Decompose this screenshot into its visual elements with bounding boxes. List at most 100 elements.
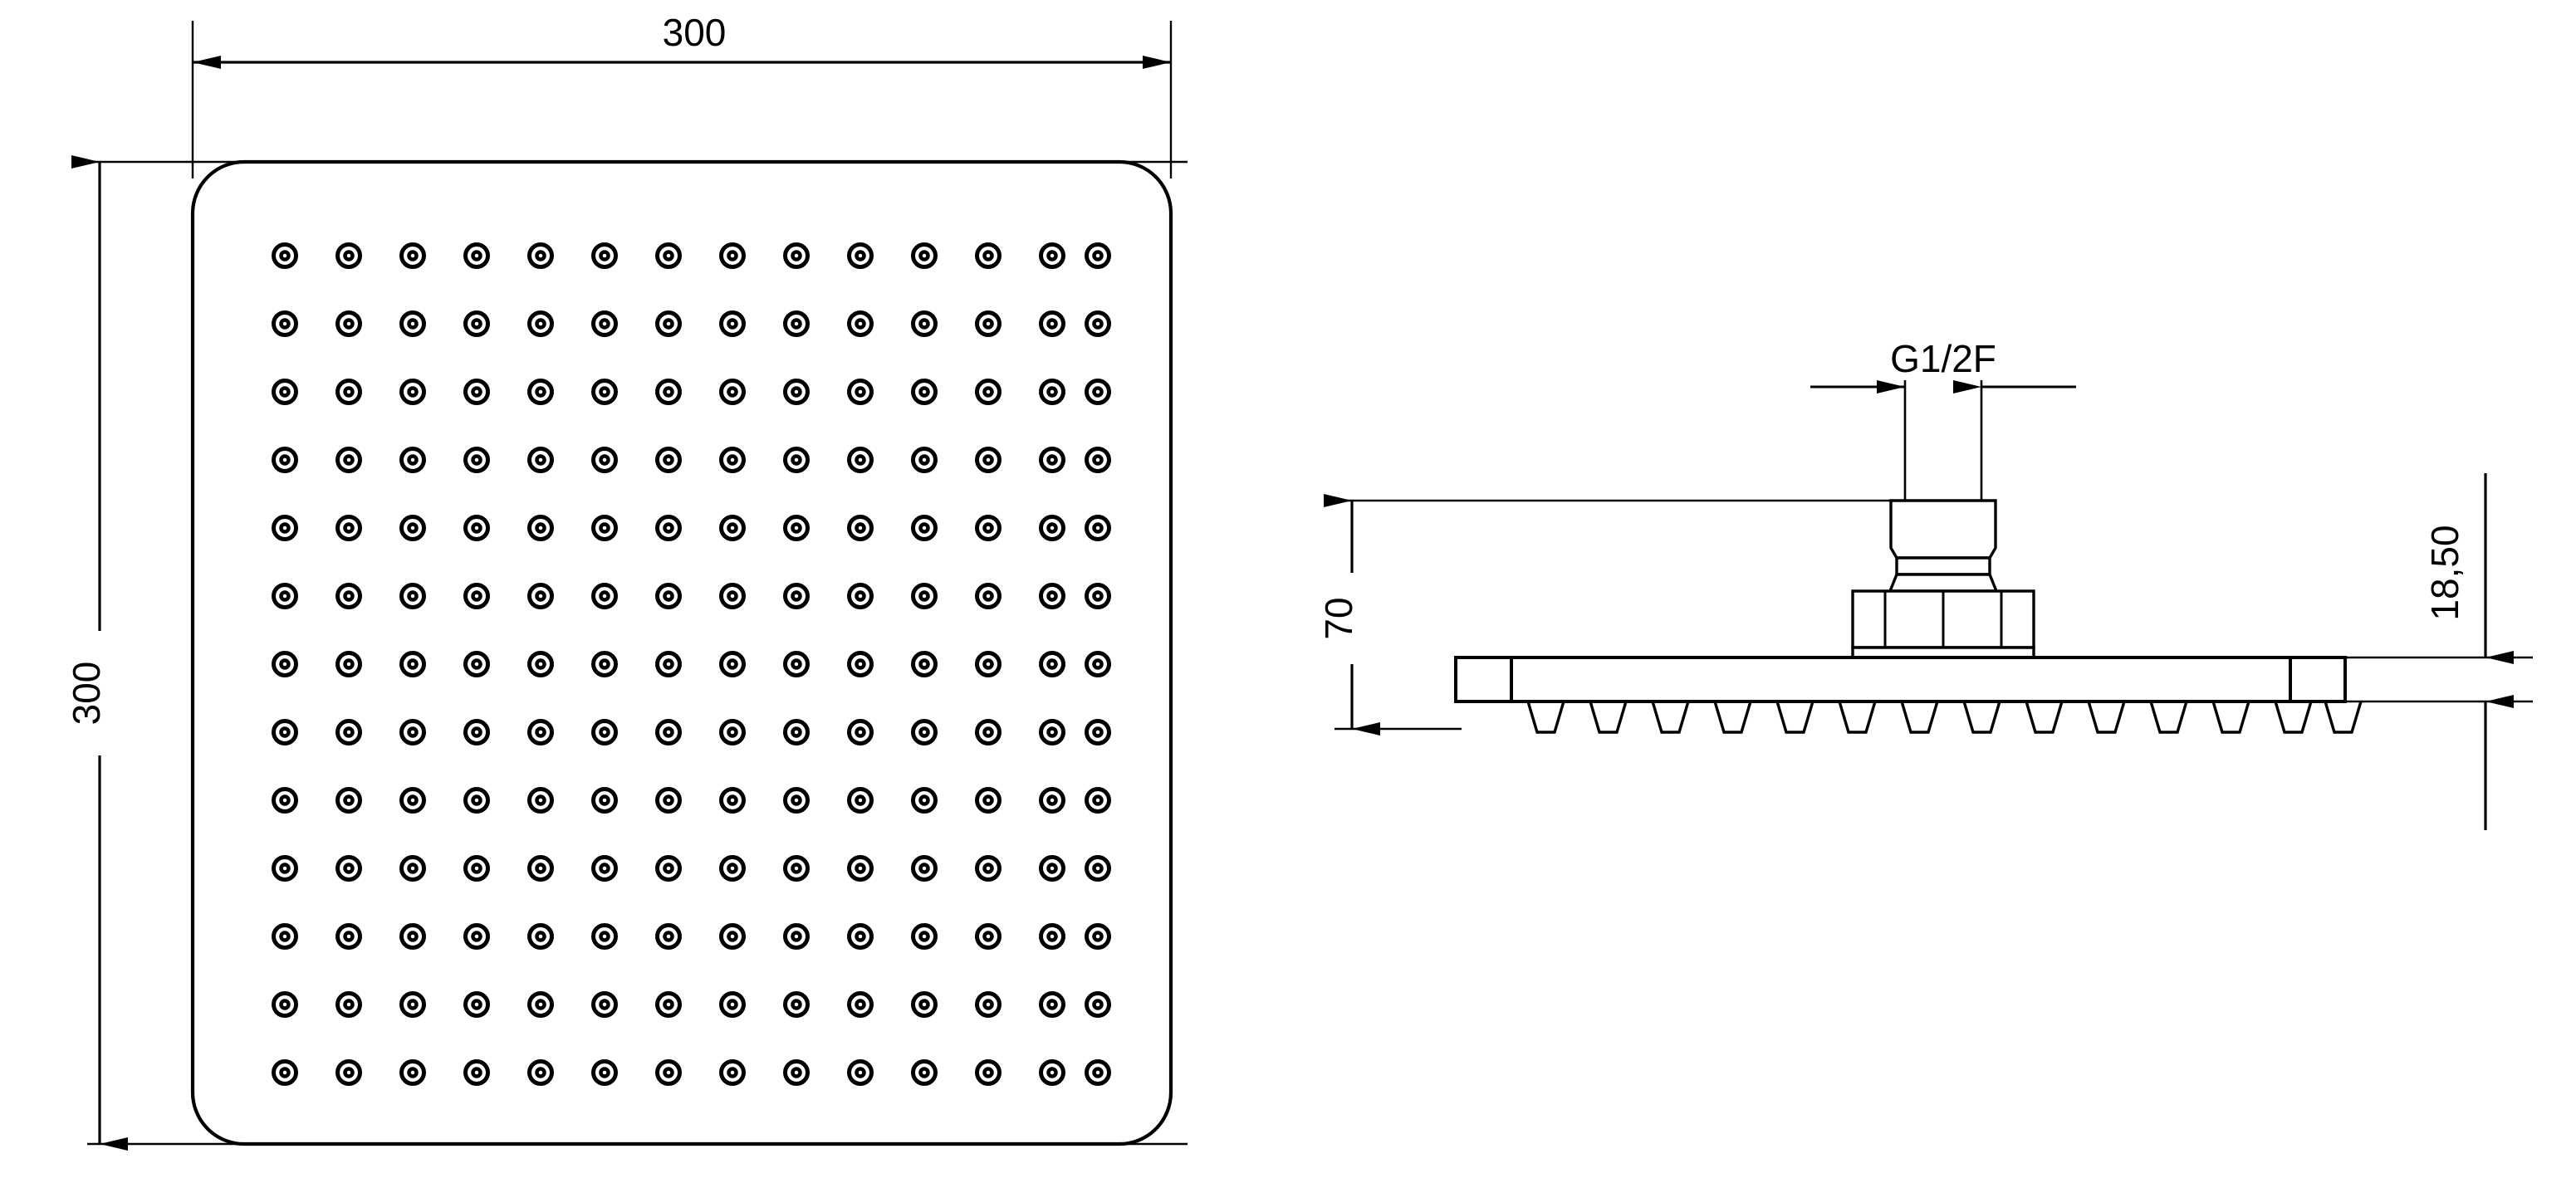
nozzle: [719, 583, 746, 609]
connector-ring-2: [1888, 573, 1999, 593]
nozzle: [1085, 923, 1111, 950]
nozzle: [335, 651, 362, 677]
nozzle: [655, 651, 682, 677]
nozzle: [591, 855, 618, 882]
nozzle: [911, 379, 938, 405]
nozzle: [847, 719, 874, 745]
nozzle-tooth: [2087, 701, 2126, 734]
nozzle: [783, 1059, 810, 1086]
nozzle: [847, 379, 874, 405]
nozzle: [527, 923, 554, 950]
nozzle: [719, 1059, 746, 1086]
label-70-mask: [1327, 573, 1379, 664]
nozzle: [655, 923, 682, 950]
nozzle: [1039, 719, 1065, 745]
nozzle: [719, 447, 746, 473]
nozzle: [463, 379, 490, 405]
nozzle: [463, 447, 490, 473]
side-view: G1/2F 70: [1317, 337, 2533, 830]
nozzle: [655, 447, 682, 473]
nozzle: [335, 242, 362, 269]
nozzle: [719, 515, 746, 541]
nozzle: [655, 1059, 682, 1086]
nozzle: [335, 855, 362, 882]
nozzle: [1039, 515, 1065, 541]
nozzle: [719, 379, 746, 405]
nozzle: [272, 242, 298, 269]
nozzle: [975, 923, 1002, 950]
nozzle-row: [272, 242, 1111, 269]
nozzle: [1039, 310, 1065, 337]
nozzle: [527, 719, 554, 745]
nozzle: [591, 651, 618, 677]
nozzle-tooth: [2025, 701, 2064, 734]
nozzle: [463, 515, 490, 541]
nozzle: [911, 310, 938, 337]
nozzle-row: [272, 855, 1111, 882]
nozzle: [463, 923, 490, 950]
nozzle: [655, 719, 682, 745]
nozzle-row: [272, 379, 1111, 405]
nozzle: [911, 1059, 938, 1086]
nozzle-tooth: [1713, 701, 1752, 734]
nozzle: [911, 719, 938, 745]
nozzle: [1039, 991, 1065, 1018]
nozzle: [335, 583, 362, 609]
nozzle: [911, 923, 938, 950]
nozzle: [911, 651, 938, 677]
nozzle: [463, 855, 490, 882]
nozzle: [975, 651, 1002, 677]
nozzle: [591, 923, 618, 950]
nozzle: [719, 719, 746, 745]
nozzle-row: [272, 583, 1111, 609]
side-height-label: 70: [1317, 597, 1360, 639]
nozzle: [527, 651, 554, 677]
nozzle: [1039, 651, 1065, 677]
nozzle: [335, 515, 362, 541]
nozzle: [399, 787, 426, 814]
nozzle: [463, 583, 490, 609]
nozzle: [463, 991, 490, 1018]
nozzle: [1085, 1059, 1111, 1086]
nozzle: [463, 651, 490, 677]
nozzle-tooth: [2324, 701, 2363, 734]
nozzle: [655, 855, 682, 882]
front-height-label: 300: [65, 662, 108, 726]
nozzle: [1039, 855, 1065, 882]
nozzle: [783, 719, 810, 745]
nozzle: [975, 719, 1002, 745]
nozzle: [1039, 923, 1065, 950]
nozzle: [527, 515, 554, 541]
nozzle: [272, 991, 298, 1018]
nozzle: [783, 923, 810, 950]
nozzle: [335, 447, 362, 473]
nozzle: [591, 379, 618, 405]
nozzle-tooth: [2211, 701, 2250, 734]
nozzle: [463, 787, 490, 814]
nozzle-row: [272, 991, 1111, 1018]
nozzle: [783, 583, 810, 609]
nozzle: [399, 923, 426, 950]
nozzle: [719, 310, 746, 337]
nozzle: [272, 515, 298, 541]
nozzle: [1085, 651, 1111, 677]
nozzle: [655, 379, 682, 405]
nozzle: [1039, 583, 1065, 609]
nozzle: [399, 583, 426, 609]
nozzle: [1085, 583, 1111, 609]
front-view: 300 300: [65, 7, 1188, 1151]
nozzle: [272, 787, 298, 814]
nozzle: [655, 787, 682, 814]
nozzle: [975, 855, 1002, 882]
nozzle: [847, 310, 874, 337]
nozzle: [847, 515, 874, 541]
nozzle: [719, 923, 746, 950]
nozzle: [335, 1059, 362, 1086]
nozzle: [1085, 855, 1111, 882]
nozzle: [911, 787, 938, 814]
nozzle: [719, 651, 746, 677]
nozzle: [527, 855, 554, 882]
nozzle: [847, 991, 874, 1018]
plate-thickness-dimension: 18,50: [2345, 473, 2533, 830]
nozzle: [591, 583, 618, 609]
